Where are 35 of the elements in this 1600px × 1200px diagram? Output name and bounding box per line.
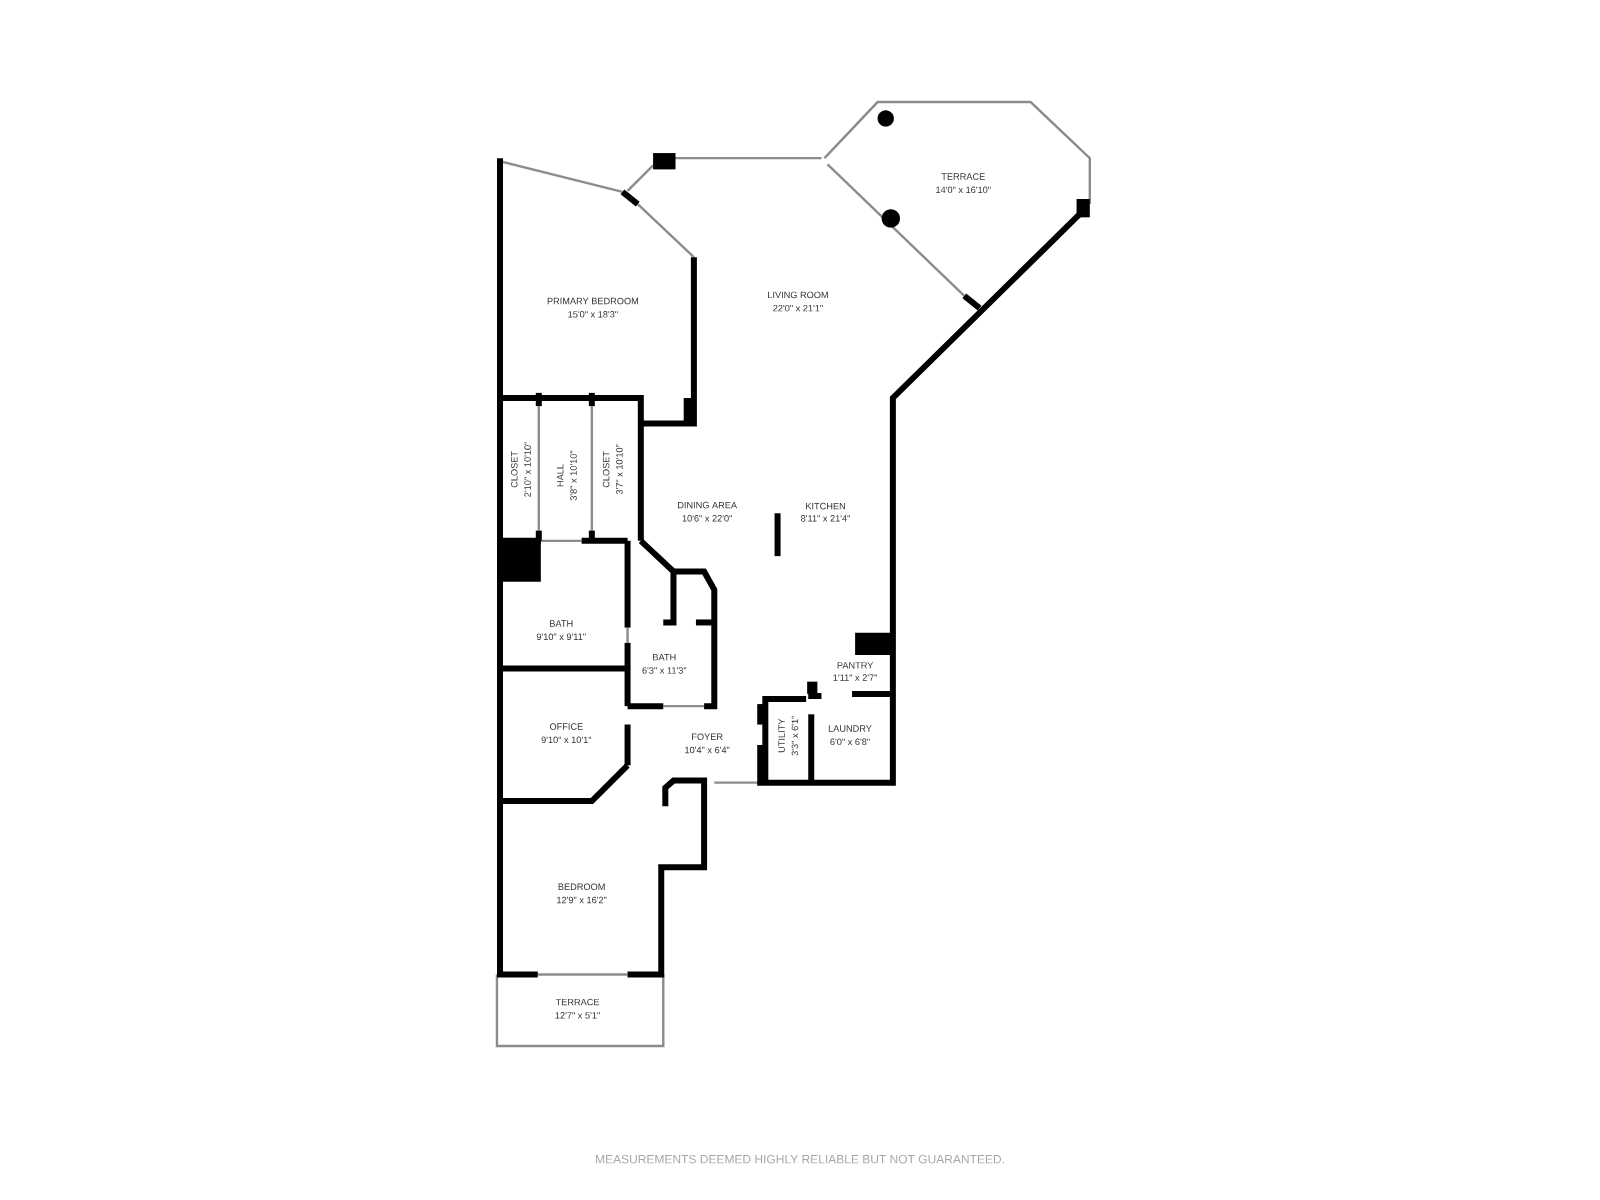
room-name: TERRACE <box>941 173 985 180</box>
room-name: LAUNDRY <box>828 725 872 732</box>
room-dimension: 14'0" x 16'10" <box>936 186 991 194</box>
disclaimer-note: MEASUREMENTS DEEMED HIGHLY RELIABLE BUT NOT GUARANTEED. <box>596 1154 1004 1164</box>
room-dimension: 10'6" x 22'0" <box>682 515 732 522</box>
room-name: FOYER <box>692 733 723 740</box>
room-dimension: 12'9" x 16'2" <box>557 896 607 904</box>
room-dimension: 1'11" x 2'7" <box>833 674 878 681</box>
room-name: DINING AREA <box>678 501 738 509</box>
room-name: UTILITY <box>778 718 785 753</box>
room-name: BEDROOM <box>558 883 605 890</box>
room-name: BATH <box>653 654 676 661</box>
room-name: KITCHEN <box>806 502 845 510</box>
room-name: OFFICE <box>549 723 583 730</box>
room-dimension: 8'11" x 21'4" <box>801 515 850 522</box>
room-dimension: 3'8" x 10'10" <box>570 450 577 501</box>
room-dimension: 15'0" x 18'3" <box>568 311 618 318</box>
room-dimension: 6'3" x 11'3" <box>642 667 687 674</box>
room-name: TERRACE <box>555 998 600 1006</box>
room-name: HALL <box>557 464 564 487</box>
room-dimension: 2'10" x 10'10" <box>524 442 531 497</box>
room-dimension: 9'10" x 9'11" <box>536 633 586 640</box>
room-dimension: 3'3" x 6'1" <box>791 716 799 756</box>
room-name: PANTRY <box>837 662 874 669</box>
room-dimension: 10'4" x 6'4" <box>685 746 730 754</box>
room-name: BATH <box>550 620 573 627</box>
room-name: CLOSET <box>511 451 518 488</box>
room-dimension: 6'0" x 6'8" <box>830 738 870 746</box>
room-dimension: 22'0" x 21'1" <box>773 304 823 312</box>
room-dimension: 12'7" x 5'1" <box>555 1012 600 1019</box>
room-dimension: 9'10" x 10'1" <box>541 736 592 744</box>
room-dimension: 3'7" x 10'10" <box>616 444 623 495</box>
room-name: CLOSET <box>602 451 610 488</box>
room-name: LIVING ROOM <box>768 291 828 299</box>
room-name: PRIMARY BEDROOM <box>547 297 638 305</box>
